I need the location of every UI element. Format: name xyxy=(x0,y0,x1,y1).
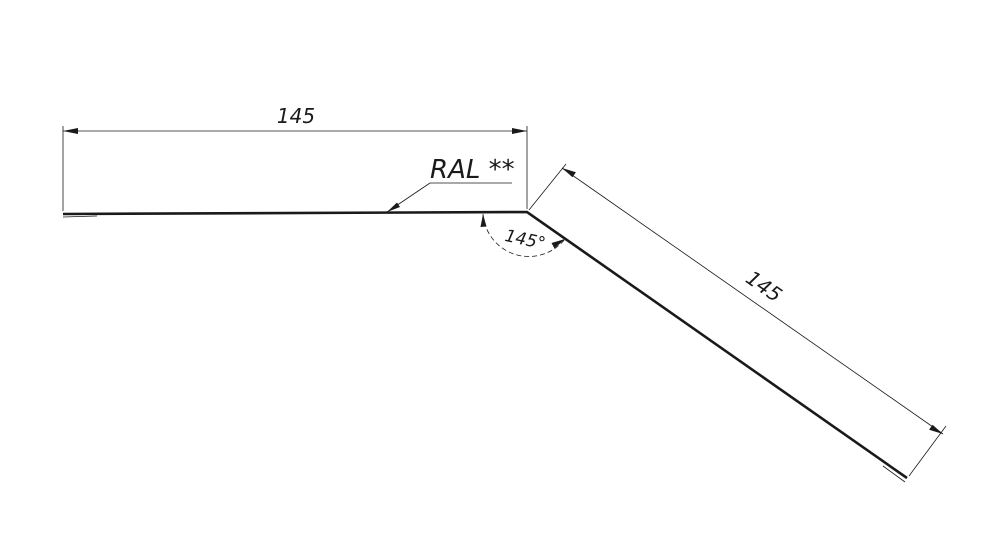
slope-arrow-top xyxy=(562,168,576,178)
coating-label: RAL ** xyxy=(430,155,515,185)
right-hem xyxy=(882,465,906,483)
angle-arrow-left xyxy=(480,214,487,227)
slope-dimension-line xyxy=(561,167,944,435)
coating-leader: RAL ** xyxy=(386,155,515,213)
slope-arrow-bottom xyxy=(929,424,943,434)
top-arrow-right xyxy=(512,128,527,134)
slope-extension-top xyxy=(528,163,567,211)
angle-value: 145° xyxy=(503,226,547,254)
slope-dimension: 145 xyxy=(528,163,947,477)
top-arrow-left xyxy=(63,128,78,134)
angle-dimension: 145° xyxy=(480,213,566,257)
profile-line xyxy=(62,210,908,480)
sheet-profile xyxy=(62,210,908,483)
left-hem xyxy=(62,215,98,218)
top-dimension-value: 145 xyxy=(277,104,315,128)
slope-dimension-value: 145 xyxy=(741,265,786,307)
slope-extension-bottom xyxy=(908,425,947,477)
leader-arrow xyxy=(387,202,400,212)
angle-arrow-right xyxy=(551,239,565,249)
top-dimension: 145 xyxy=(62,104,528,211)
